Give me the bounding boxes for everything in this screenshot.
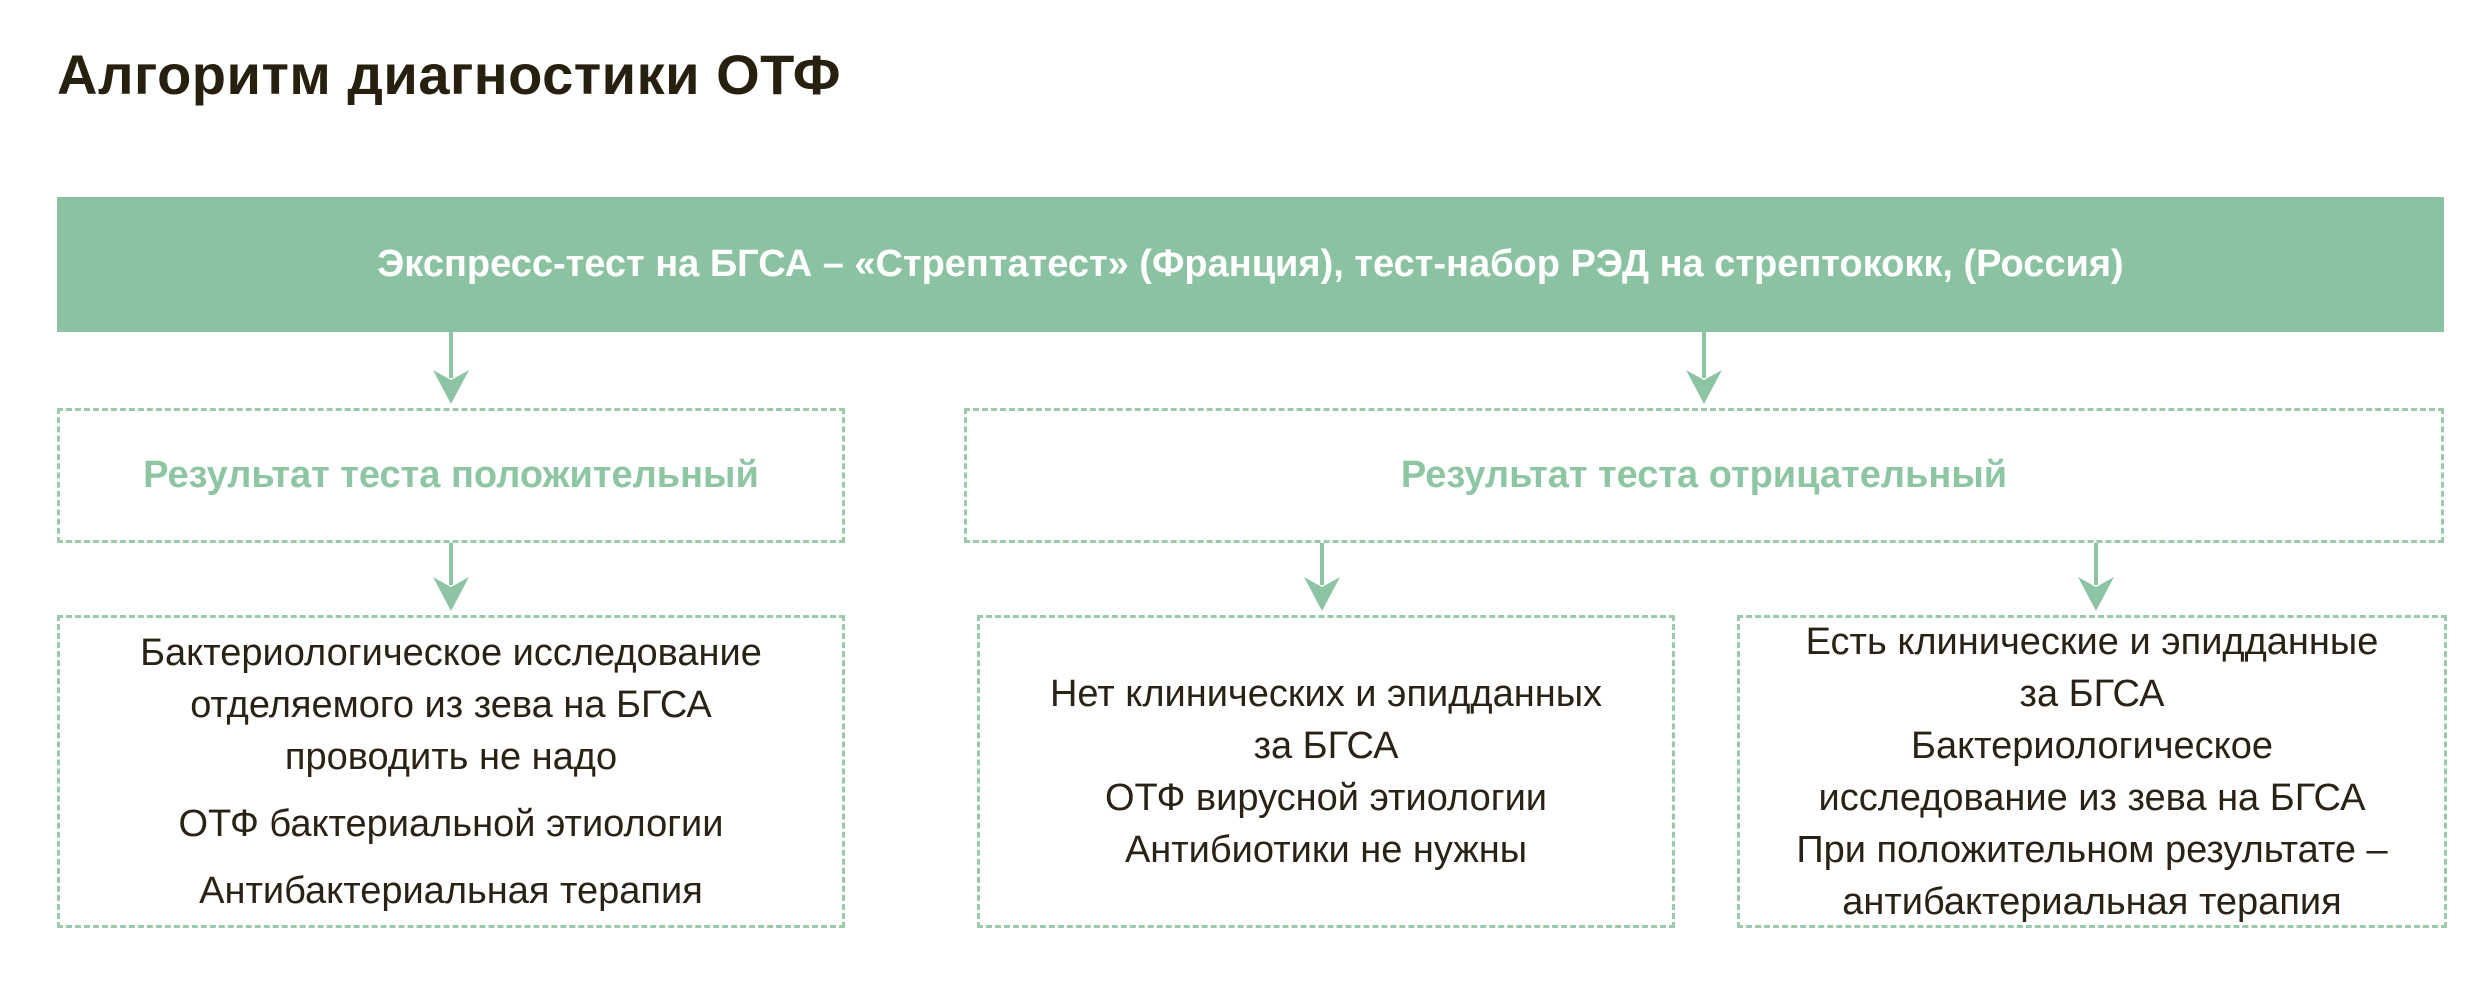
connector-negative-to-bacterial-outcome: [2074, 543, 2118, 613]
express-test-banner-label: Экспресс-тест на БГСА – «Стрептатест» (Ф…: [377, 243, 2124, 285]
outcome-paragraph: Бактериологическое исследование из зева …: [1818, 724, 2366, 819]
outcome-paragraph: ОТФ бактериальной этиологии: [178, 802, 724, 845]
outcome-paragraph: Антибиотики не нужны: [1124, 828, 1528, 871]
outcome-paragraph: ОТФ вирусной этиологии: [1104, 776, 1548, 819]
outcome-positive-box: Бактериологическое исследование отделяем…: [57, 615, 845, 928]
outcome-negative-viral-box: Нет клинических и эпидданных за БГСА ОТФ…: [977, 615, 1675, 928]
outcome-negative-bacterial-box: Есть клинические и эпидданные за БГСА Ба…: [1737, 615, 2447, 928]
outcome-paragraph: Нет клинических и эпидданных за БГСА: [1049, 672, 1603, 767]
connector-positive-to-outcome: [429, 543, 473, 613]
arrow-down-icon: [1686, 332, 1722, 404]
result-negative-box: Результат теста отрицательный: [964, 408, 2444, 543]
outcome-paragraph: Бактериологическое исследование отделяем…: [140, 631, 762, 778]
outcome-paragraph: Есть клинические и эпидданные за БГСА: [1805, 620, 2379, 715]
result-positive-box: Результат теста положительный: [57, 408, 845, 543]
result-positive-label: Результат теста положительный: [143, 454, 759, 496]
outcome-paragraph: Антибактериальная терапия: [199, 869, 703, 912]
arrow-down-icon: [2078, 543, 2114, 611]
page-title: Алгоритм диагностики ОТФ: [57, 43, 842, 106]
arrow-down-icon: [433, 543, 469, 611]
arrow-down-icon: [433, 332, 469, 404]
connector-banner-to-positive: [429, 332, 473, 406]
connector-banner-to-negative: [1682, 332, 1726, 406]
express-test-banner: Экспресс-тест на БГСА – «Стрептатест» (Ф…: [57, 197, 2444, 332]
result-negative-label: Результат теста отрицательный: [1400, 454, 2008, 496]
connector-negative-to-viral-outcome: [1300, 543, 1344, 613]
outcome-paragraph: При положительном результате – антибакте…: [1796, 828, 2388, 923]
arrow-down-icon: [1304, 543, 1340, 611]
